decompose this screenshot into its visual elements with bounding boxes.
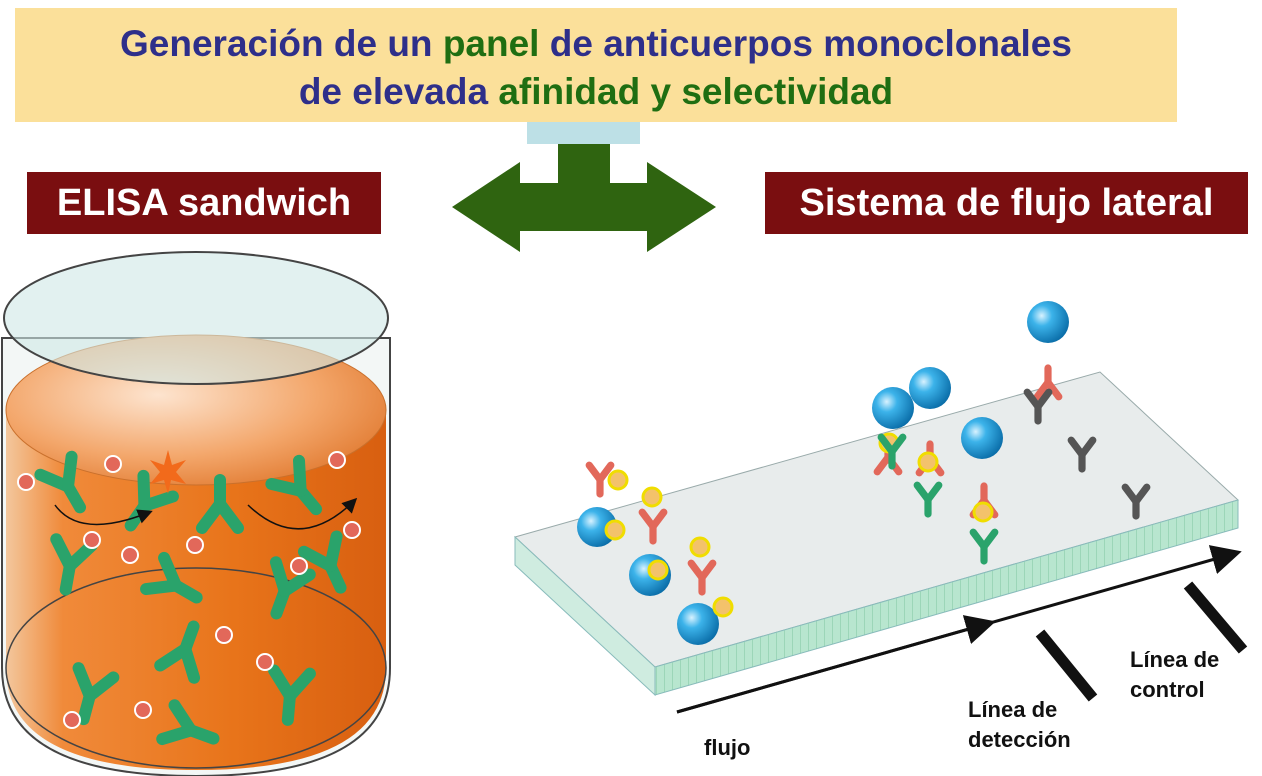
lateral-flow-strip xyxy=(514,371,1239,697)
title-text-2d: selectividad xyxy=(681,71,894,112)
title-text-2a: de elevada xyxy=(298,71,489,112)
control-label-line1: Línea de xyxy=(1130,647,1220,672)
title-text-1a: Generación de un xyxy=(120,23,433,64)
control-label: Línea de control xyxy=(1130,645,1219,705)
connector-cap xyxy=(527,122,640,144)
title-text-2c: y xyxy=(650,71,672,112)
detection-label-line2: detección xyxy=(968,727,1071,752)
control-line-marker xyxy=(1183,581,1248,654)
detection-label: Línea de detección xyxy=(968,695,1071,755)
detection-label-line1: Línea de xyxy=(968,697,1058,722)
flow-label: flujo xyxy=(704,735,751,760)
star-signal-icon xyxy=(150,450,186,494)
elisa-well-illustration xyxy=(1,251,391,776)
control-label-line2: control xyxy=(1130,677,1205,702)
flow-arrow-mid xyxy=(676,615,996,714)
lateral-flow-label: Sistema de flujo lateral xyxy=(765,172,1248,234)
elisa-label: ELISA sandwich xyxy=(27,172,381,234)
elisa-antigens xyxy=(17,451,361,729)
title-text-2b: afinidad xyxy=(498,71,641,112)
title-banner: Generación de un panel de anticuerpos mo… xyxy=(15,8,1177,122)
title-line-2: de elevada afinidad y selectividad xyxy=(15,68,1177,116)
title-text-1b: panel xyxy=(442,23,540,64)
title-line-1: Generación de un panel de anticuerpos mo… xyxy=(15,20,1177,68)
double-arrow-icon xyxy=(452,144,716,252)
detection-line-marker xyxy=(1035,629,1098,702)
title-text-1c: de anticuerpos monoclonales xyxy=(549,23,1072,64)
